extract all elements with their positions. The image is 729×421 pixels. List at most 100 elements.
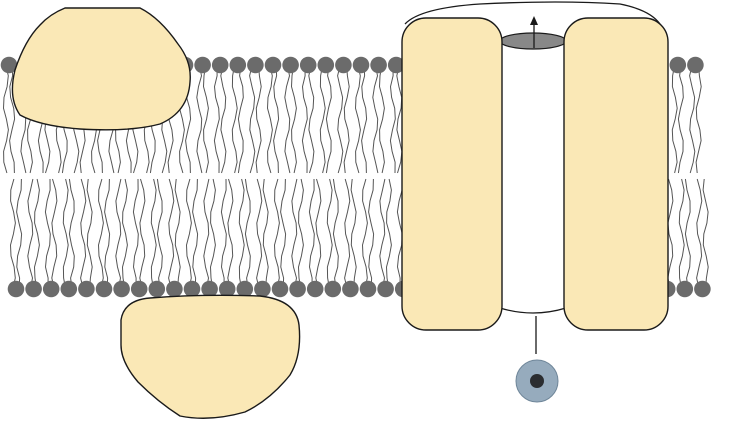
lipid-head-inner <box>289 280 306 298</box>
lipid-tail <box>696 178 703 290</box>
lipid-tail <box>220 178 227 290</box>
lipid-tail <box>86 178 93 290</box>
lipid-tail <box>168 178 175 290</box>
lipid-head-outer <box>247 56 264 74</box>
lipid-tail <box>273 64 280 174</box>
lipid-tail <box>326 178 333 290</box>
lipid-head-inner <box>254 280 271 298</box>
lipid-tail <box>132 178 139 290</box>
lipid-tail <box>62 178 69 290</box>
lipid-tail <box>315 178 322 290</box>
lipid-head-inner <box>236 280 254 298</box>
lipid-tail <box>185 178 192 290</box>
lipid-tail <box>231 64 238 174</box>
lipid-tail <box>68 178 75 290</box>
lipid-head-inner <box>183 280 201 298</box>
lipid-head-inner <box>306 280 324 298</box>
lipid-tail <box>284 64 291 174</box>
lipid-head-inner <box>377 280 394 298</box>
gate-molecule <box>515 316 559 403</box>
lipid-head-outer <box>387 56 405 74</box>
lipid-head-outer <box>211 56 229 74</box>
lipid-tail <box>337 64 344 174</box>
lipid-tail <box>702 178 709 290</box>
lipid-tail <box>291 178 298 290</box>
lipid-tail <box>202 64 209 174</box>
lipid-tail <box>249 64 256 174</box>
channel-subunit-right <box>563 17 669 331</box>
lipid-tail <box>343 64 350 174</box>
lipid-tail <box>319 64 326 174</box>
lipid-tail <box>396 64 403 174</box>
lipid-head-outer <box>264 56 282 74</box>
channel-protein <box>401 1 669 331</box>
lipid-head-inner <box>324 280 342 298</box>
lipid-tail <box>97 178 104 290</box>
lipid-tail <box>51 178 58 290</box>
lipid-head-inner <box>130 280 148 298</box>
lipid-tail <box>308 64 315 174</box>
lipid-tail <box>121 178 128 290</box>
lipid-head-inner <box>78 280 95 298</box>
lipid-tail <box>256 178 263 290</box>
channel-top-arc <box>404 1 661 25</box>
lipid-tail <box>361 64 368 174</box>
lipid-tail <box>379 178 386 290</box>
lipid-tail <box>368 178 375 290</box>
lipid-tail <box>237 64 244 174</box>
lipid-tail <box>196 64 203 174</box>
lipid-head-inner <box>95 280 113 298</box>
lipid-tail <box>238 178 245 290</box>
lipid-tail <box>115 178 122 290</box>
lipid-tail <box>16 178 23 290</box>
lipid-tail <box>150 178 157 290</box>
lipid-head-outer <box>229 56 247 74</box>
lipid-head-outer <box>282 56 299 74</box>
lipid-head-inner <box>676 280 694 298</box>
lipid-tail <box>244 178 251 290</box>
lipid-head-inner <box>7 280 25 298</box>
channel-pore <box>499 40 567 314</box>
peripheral-protein-top <box>11 7 191 131</box>
pore-opening <box>499 32 567 50</box>
lipid-tail <box>684 178 691 290</box>
lipid-tail <box>273 178 280 290</box>
lipid-tail <box>378 64 385 174</box>
lipid-tail <box>255 64 262 174</box>
lipid-tail <box>677 64 684 174</box>
lipid-head-inner <box>359 280 377 298</box>
lipid-head-inner <box>148 280 166 298</box>
lipid-head-outer <box>0 56 18 74</box>
lipid-tail <box>104 178 111 290</box>
channel-subunit-left <box>401 17 503 331</box>
lipid-tail <box>344 178 351 290</box>
lipid-tail <box>678 178 685 290</box>
lipid-tail <box>80 178 87 290</box>
lipid-tail <box>220 64 227 174</box>
lipid-tail <box>671 64 678 174</box>
lipid-head-inner <box>25 280 42 298</box>
lipid-tail <box>308 178 315 290</box>
lipid-head-inner <box>42 280 60 298</box>
lipid-tail <box>9 64 16 174</box>
lipid-tail <box>695 64 702 174</box>
lipid-tail <box>9 178 16 290</box>
lipid-tail <box>44 178 51 290</box>
lipid-head-inner <box>166 280 183 298</box>
lipid-tail <box>156 178 163 290</box>
lipid-tail <box>301 64 308 174</box>
lipid-tail <box>361 178 368 290</box>
lipid-head-inner <box>113 280 130 298</box>
lipid-head-outer <box>687 56 704 74</box>
lipid-head-inner <box>694 280 711 298</box>
lipid-head-outer <box>370 56 387 74</box>
lipid-head-outer <box>299 56 317 74</box>
lipid-head-outer <box>669 56 687 74</box>
lipid-head-inner <box>201 280 218 298</box>
lipid-tail <box>213 64 220 174</box>
lipid-head-inner <box>342 280 359 298</box>
gate-particle-core <box>530 374 544 388</box>
lipid-tail <box>350 178 357 290</box>
lipid-tail <box>227 178 234 290</box>
lipid-tail <box>290 64 297 174</box>
